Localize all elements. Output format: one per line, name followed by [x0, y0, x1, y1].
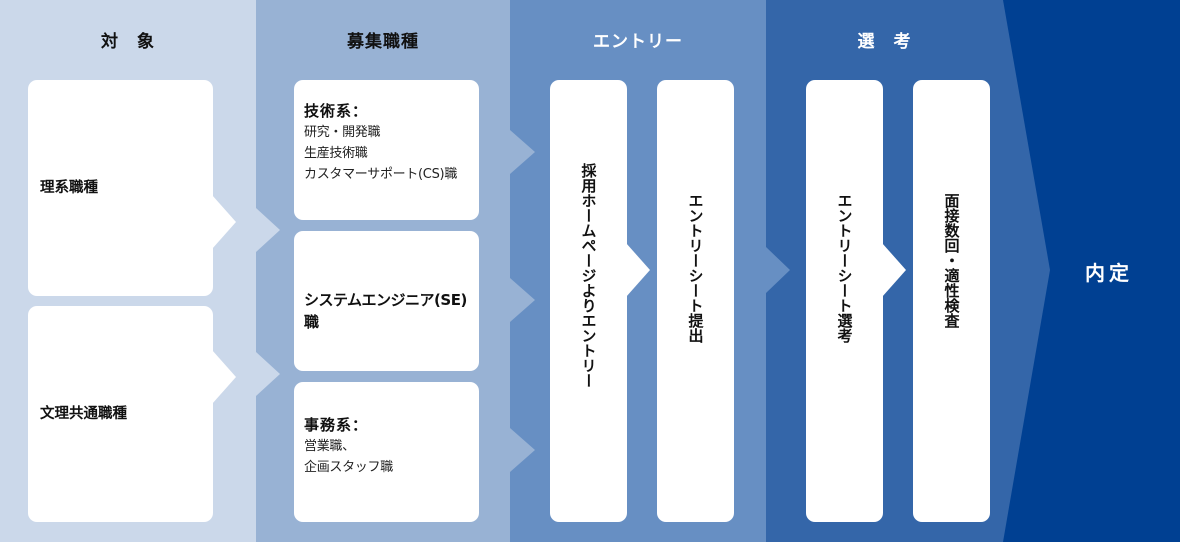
entry-step-label: エントリーシート提出 [686, 193, 705, 343]
entry-step-label: 採用ホームページよりエントリー [579, 163, 598, 388]
job-card-line: 研究・開発職 [304, 125, 381, 140]
target-card-label: 理系職種 [40, 180, 98, 196]
selection-step-sheet: エントリーシート選考 [806, 80, 883, 522]
job-card-office: 事務系： 営業職、 企画スタッフ職 [294, 382, 479, 522]
job-card-line: カスタマーサポート(CS)職 [304, 167, 458, 182]
arrow-right-icon [882, 243, 906, 297]
selection-step-label: エントリーシート選考 [835, 193, 854, 343]
job-card-technical: 技術系： 研究・開発職 生産技術職 カスタマーサポート(CS)職 [294, 80, 479, 220]
arrow-right-icon [626, 243, 650, 297]
selection-step-label: 面接数回・適性検査 [942, 193, 961, 328]
job-card-line: 企画スタッフ職 [304, 460, 393, 475]
entry-step-homepage: 採用ホームページよりエントリー [550, 80, 627, 522]
column-title-target: 対 象 [101, 32, 155, 52]
target-card-common: 文理共通職種 [28, 306, 213, 522]
column-title-entry: エントリー [593, 32, 683, 52]
target-card-science: 理系職種 [28, 80, 213, 296]
job-card-line: 生産技術職 [304, 146, 368, 161]
job-card-heading: 技術系： [304, 102, 369, 120]
job-card-se: システムエンジニア(SE)職 [294, 231, 479, 371]
selection-step-interview: 面接数回・適性検査 [913, 80, 990, 522]
arrow-right-icon [212, 350, 236, 404]
target-card-label: 文理共通職種 [40, 406, 127, 422]
arrow-right-icon [212, 195, 236, 249]
column-title-selection: 選 考 [857, 32, 912, 52]
column-title-jobs: 募集職種 [347, 32, 419, 52]
job-card-heading: システムエンジニア(SE)職 [304, 291, 467, 331]
entry-step-sheet: エントリーシート提出 [657, 80, 734, 522]
job-card-line: 営業職、 [304, 439, 355, 454]
job-card-heading: 事務系： [304, 416, 369, 434]
final-offer-label: 内定 [1085, 261, 1133, 285]
